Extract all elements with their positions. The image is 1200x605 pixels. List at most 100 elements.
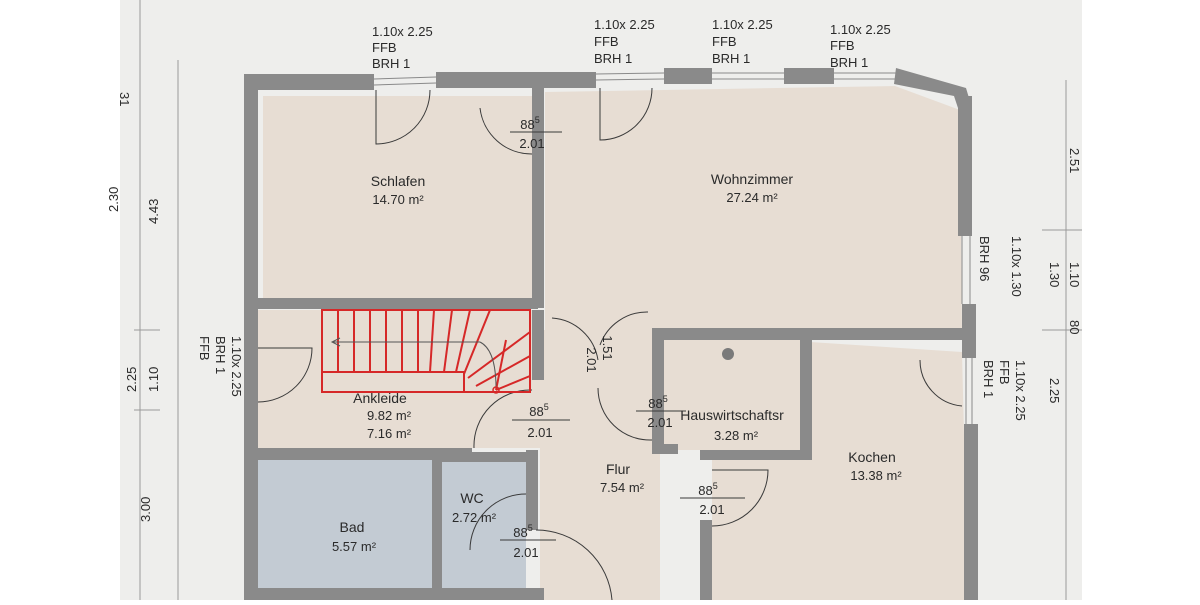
window-top3-ffb: FFB: [712, 34, 737, 49]
dimension-labels: 4.43 2.30 31 1.10 2.25 3.00 2.51 1.30 1.…: [106, 92, 1082, 522]
door-6-height: 2.01: [584, 347, 599, 372]
outer-wall-top-2: [436, 72, 596, 88]
room-kochen-name: Kochen: [848, 449, 895, 465]
wall-schlafen-right: [532, 88, 544, 308]
stair-outline: [321, 309, 531, 393]
room-kochen-area: 13.38 m²: [850, 468, 902, 483]
wall-hwr-right: [800, 336, 812, 454]
door-swing-hwr: [597, 387, 653, 441]
stair-arrow-icon: [330, 337, 341, 347]
room-hauswirtschaft-name: Hauswirtschaftsr: [680, 407, 784, 423]
dimension-chain-right: [1042, 80, 1082, 600]
door-3-width: 885: [648, 394, 667, 411]
outer-wall-bottom: [244, 588, 544, 600]
door-2-width: 885: [529, 402, 548, 419]
window-top3-brh: BRH 1: [712, 51, 750, 66]
dim-2-51: 2.51: [1067, 148, 1082, 173]
door-dimension-lines: [500, 131, 745, 541]
wohnzimmer-floor: [545, 86, 962, 335]
door-5-height: 2.01: [513, 545, 538, 560]
window-right-lower-size: 1.10x 2.25: [1013, 360, 1028, 421]
staircase: [321, 309, 531, 393]
window-labels-top: 1.10x 2.25 FFB BRH 1 1.10x 2.25 FFB BRH …: [372, 17, 891, 71]
room-bad-area: 5.57 m²: [332, 539, 377, 554]
door-swing-kochen-window: [919, 359, 963, 407]
room-ankleide-area2: 7.16 m²: [367, 426, 412, 441]
outer-wall-right-2: [962, 304, 976, 358]
door-swing-ankleide: [473, 389, 533, 449]
outer-wall-top-1: [244, 74, 374, 90]
room-wohnzimmer-area: 27.24 m²: [726, 190, 778, 205]
door-swing-ankleide-window: [257, 347, 313, 403]
wall-wc-top: [442, 452, 536, 462]
dim-1-10-right: 1.10: [1067, 262, 1082, 287]
outer-wall-right-1: [958, 96, 972, 236]
bad-floor: [256, 460, 432, 588]
wall-kochen-left: [700, 520, 712, 600]
outer-wall-left: [244, 74, 258, 600]
dim-1-10: 1.10: [146, 367, 161, 392]
door-swing-wohn-window: [599, 87, 653, 141]
window-top2-size: 1.10x 2.25: [594, 17, 655, 32]
door-4-height: 2.01: [699, 502, 724, 517]
room-schlafen-name: Schlafen: [371, 173, 425, 189]
stair-walkline: [330, 337, 500, 394]
door-swing-bad: [535, 529, 613, 601]
door-5-width: 885: [513, 523, 532, 540]
room-flur-name: Flur: [606, 461, 630, 477]
walls: [244, 68, 978, 600]
door-swing-schlafen: [479, 107, 533, 155]
door-swing-wohn-right: [599, 311, 649, 346]
room-schlafen-area: 14.70 m²: [372, 192, 424, 207]
stair-start-icon: [492, 386, 500, 394]
window-right-upper-brh: BRH 96: [977, 236, 992, 282]
dim-80: 80: [1067, 320, 1082, 334]
window-left-ffb: FFB: [197, 336, 212, 361]
wall-wc-right: [526, 450, 538, 530]
window-right-lower-ffb: FFB: [997, 360, 1012, 385]
outer-wall-right-3: [964, 424, 978, 600]
room-wc-name: WC: [460, 490, 483, 506]
room-flur-area: 7.54 m²: [600, 480, 645, 495]
window-top1-size: 1.10x 2.25: [372, 24, 433, 39]
windows: [247, 72, 973, 424]
window-left-brh: BRH 1: [213, 336, 228, 374]
wall-wohnzimmer-bottom: [652, 328, 964, 340]
window-top3-size: 1.10x 2.25: [712, 17, 773, 32]
floor-areas: [256, 86, 968, 600]
window-labels-left: 1.10x 2.25 BRH 1 FFB: [197, 336, 244, 397]
wall-hwr-left: [652, 328, 664, 454]
dim-31: 31: [117, 92, 132, 106]
wall-hwr-bottom-left: [652, 444, 678, 454]
door-swing-wc: [469, 493, 527, 551]
wall-bad-right: [432, 452, 442, 600]
door-2-height: 2.01: [527, 425, 552, 440]
window-top4-ffb: FFB: [830, 38, 855, 53]
dim-3-00: 3.00: [138, 497, 153, 522]
window-right-lower-brh: BRH 1: [981, 360, 996, 398]
door-1-width: 885: [520, 115, 539, 132]
room-bad-name: Bad: [340, 519, 365, 535]
dim-1-30: 1.30: [1047, 262, 1062, 287]
wc-floor: [442, 462, 526, 588]
dim-2-25-left: 2.25: [124, 367, 139, 392]
ankleide-floor: [258, 310, 540, 448]
dim-2-25-right: 2.25: [1047, 378, 1062, 403]
window-labels-right: 1.10x 1.30 BRH 96 1.10x 2.25 FFB BRH 1: [977, 236, 1028, 421]
window-top4-size: 1.10x 2.25: [830, 22, 891, 37]
room-ankleide-name: Ankleide: [353, 390, 407, 406]
flur-floor: [540, 330, 660, 600]
room-wc-area: 2.72 m²: [452, 510, 497, 525]
wall-ankleide-bottom: [258, 448, 472, 460]
wall-stair-right: [532, 310, 544, 380]
doors: [257, 87, 963, 601]
floor-drain-icon: [722, 348, 734, 360]
window-top4-brh: BRH 1: [830, 55, 868, 70]
door-1-height: 2.01: [519, 136, 544, 151]
room-hauswirtschaft-area: 3.28 m²: [714, 428, 759, 443]
window-top2-brh: BRH 1: [594, 51, 632, 66]
wall-schlafen-bottom: [258, 298, 538, 309]
door-3-height: 2.01: [647, 415, 672, 430]
dim-2-30: 2.30: [106, 187, 121, 212]
